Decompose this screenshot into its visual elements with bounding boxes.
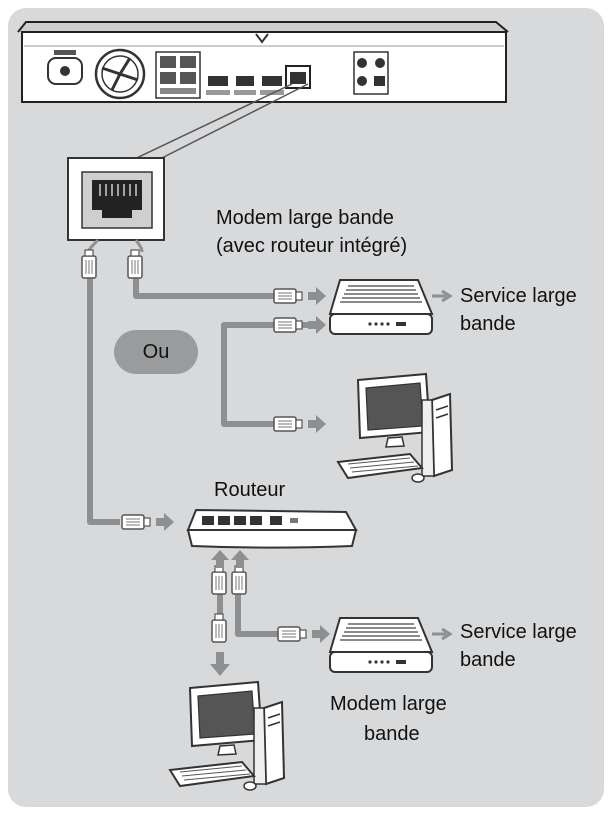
ethernet-plug-icon	[273, 288, 303, 304]
arrow-icon	[156, 513, 174, 531]
modem-icon	[329, 617, 433, 673]
router-icon	[186, 508, 358, 549]
ethernet-plug-icon	[277, 626, 307, 642]
modem-router-label-line2: (avec routeur intégré)	[216, 235, 408, 257]
arrow-icon	[312, 625, 330, 643]
lan-connection-lines	[123, 83, 309, 165]
power-socket-icon	[47, 50, 83, 85]
modem-label-line1: Modem large	[330, 693, 447, 715]
ethernet-plug-icon	[121, 514, 151, 530]
arrow-icon	[308, 316, 326, 334]
arrow-icon	[210, 652, 230, 676]
arrow-icon	[308, 415, 326, 433]
arrow-icon	[211, 550, 229, 568]
computer-icon	[337, 373, 453, 483]
router-label: Routeur	[214, 479, 286, 501]
modem-icon	[329, 279, 433, 335]
computer-icon	[169, 681, 285, 791]
ethernet-plug-icon	[273, 317, 303, 333]
ethernet-plug-icon	[273, 416, 303, 432]
modem-router-label-line1: Modem large bande	[216, 207, 394, 229]
fan-grille-icon	[94, 48, 146, 100]
ou-badge: Ou	[114, 330, 198, 374]
ethernet-plug-icon	[231, 565, 247, 595]
service-top-label-line2: bande	[460, 313, 516, 335]
audio-jacks-icon	[353, 51, 389, 95]
ethernet-plug-icon	[211, 565, 227, 595]
service-lines	[432, 289, 453, 641]
ethernet-plug-icon	[127, 249, 143, 279]
lan-port-icon	[67, 157, 165, 241]
service-top-label-line1: Service large	[460, 285, 577, 307]
ethernet-plug-icon	[81, 249, 97, 279]
device-rear-panel	[17, 21, 509, 103]
service-bottom-label-line1: Service large	[460, 621, 577, 643]
speaker-terminals-icon	[155, 51, 201, 99]
modem-label-line2: bande	[364, 723, 420, 745]
service-bottom-label-line2: bande	[460, 649, 516, 671]
ethernet-cables	[87, 276, 310, 637]
diagram-panel	[8, 8, 604, 807]
ethernet-plug-icon	[211, 613, 227, 643]
lan-port-small-icon	[285, 65, 311, 89]
arrow-icon	[308, 287, 326, 305]
hdmi-ports-icon	[206, 76, 284, 95]
arrow-icon	[231, 550, 249, 568]
